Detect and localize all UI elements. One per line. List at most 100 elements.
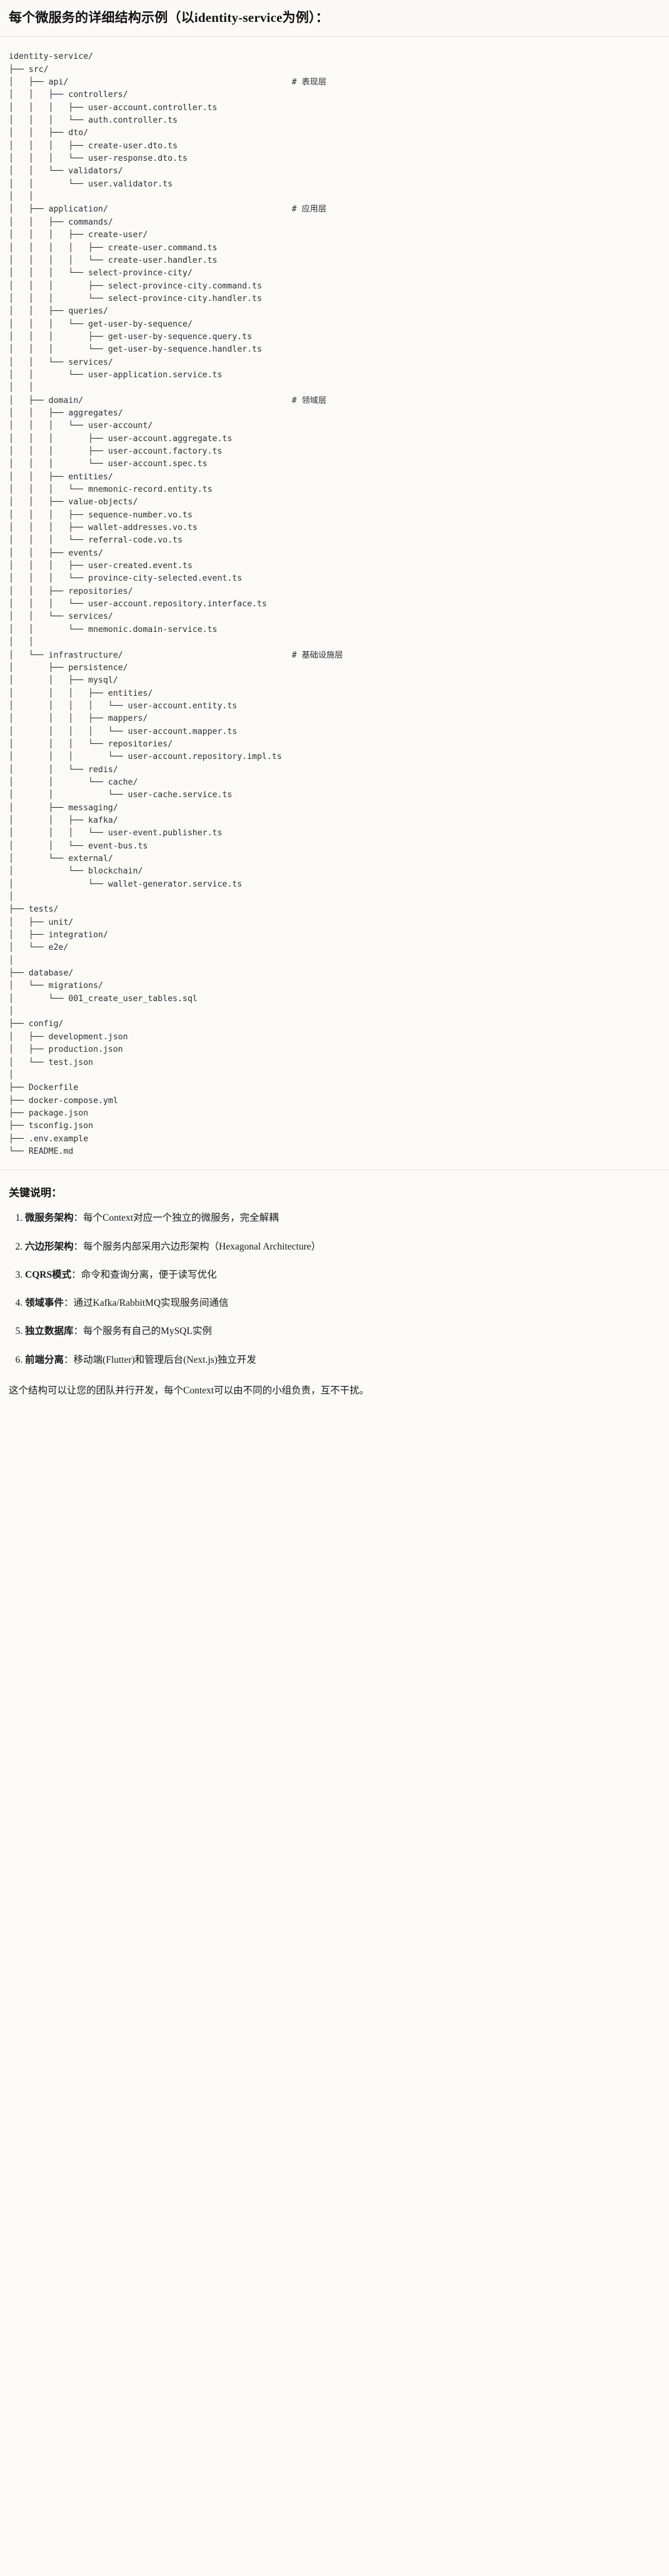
- tree-line-path: │ │ │ ├── mappers/: [9, 714, 148, 724]
- key-note-separator: ：: [71, 1269, 81, 1280]
- tree-line: identity-service/: [9, 51, 660, 63]
- tree-line: ├── tsconfig.json: [9, 1120, 660, 1133]
- tree-line-path: │ │ │ │ ├── create-user.command.ts: [9, 243, 218, 253]
- tree-line: │ │ │ ├── get-user-by-sequence.query.ts: [9, 331, 660, 344]
- tree-line-path: │ │ ├── events/: [9, 548, 103, 558]
- tree-line-path: │ │ ├── controllers/: [9, 90, 128, 100]
- tree-line-path: │ │ ├── entities/: [9, 472, 113, 482]
- key-note-term: 前端分离: [25, 1354, 64, 1365]
- key-note-term: 独立数据库: [25, 1326, 74, 1337]
- tree-line: │ │ │ │ └── user-account.mapper.ts: [9, 726, 660, 738]
- tree-line-comment: # 表现层: [291, 78, 327, 88]
- tree-line-path: │ │ ├── queries/: [9, 307, 108, 317]
- tree-line-path: ├── .env.example: [9, 1134, 89, 1144]
- tree-line: ├── Dockerfile: [9, 1082, 660, 1094]
- key-note-separator: ：: [73, 1326, 84, 1337]
- tree-line: │ │ │ │ ├── create-user.command.ts: [9, 242, 660, 255]
- tree-line-path: ├── tsconfig.json: [9, 1121, 93, 1131]
- tree-line: │ │ ├── kafka/: [9, 815, 660, 827]
- tree-line-path: │ │ └── mnemonic.domain-service.ts: [9, 624, 218, 634]
- key-notes-title: 关键说明：: [9, 1187, 62, 1199]
- key-note-separator: ：: [64, 1298, 74, 1308]
- tree-line-path: │ │ └── cache/: [9, 777, 138, 787]
- tree-line: │ └── 001_create_user_tables.sql: [9, 993, 660, 1005]
- tree-line-path: │ │ │ └── repositories/: [9, 739, 173, 749]
- tree-line: │ │ │ └── mnemonic-record.entity.ts: [9, 484, 660, 496]
- key-note-term: 微服务架构: [25, 1213, 74, 1224]
- tree-line-path: │ ├── domain/: [9, 395, 84, 405]
- tree-line: │ │ │ ├── mappers/: [9, 713, 660, 725]
- tree-line-path: │: [9, 1007, 14, 1017]
- tree-line: │ │ │ └── user-account/: [9, 420, 660, 432]
- tree-line-path: │ ├── api/: [9, 78, 69, 88]
- key-note-term: 领域事件: [25, 1298, 64, 1308]
- key-note-term: CQRS模式: [25, 1269, 72, 1280]
- key-note-description: 命令和查询分离，便于读写优化: [81, 1269, 217, 1280]
- key-note-description: 每个Context对应一个独立的微服务，完全解耦: [83, 1213, 279, 1224]
- tree-line-path: │ │ └── validators/: [9, 166, 123, 176]
- document-header: 每个微服务的详细结构示例（以identity-service为例）：: [0, 0, 669, 38]
- tree-line-path: │ │ ├── kafka/: [9, 815, 118, 825]
- tree-line: │ ├── production.json: [9, 1044, 660, 1056]
- tree-line-path: ├── package.json: [9, 1108, 89, 1118]
- tree-line: │ │ ├── queries/: [9, 305, 660, 318]
- tree-line-path: │ │ │ └── user-response.dto.ts: [9, 154, 188, 164]
- tree-line: │ ├── unit/: [9, 917, 660, 929]
- tree-line: │ │ │ ├── wallet-addresses.vo.ts: [9, 522, 660, 534]
- tree-line-path: ├── tests/: [9, 905, 59, 915]
- tree-line: │ └── external/: [9, 853, 660, 865]
- directory-tree-section: identity-service/ ├── src/ │ ├── api/ # …: [0, 37, 669, 1170]
- tree-line-path: │ │ │ ├── create-user/: [9, 230, 148, 240]
- key-note-item: CQRS模式：命令和查询分离，便于读写优化: [25, 1268, 660, 1282]
- tree-line-path: │ │ │ ├── user-account.controller.ts: [9, 103, 218, 113]
- key-note-description: 通过Kafka/RabbitMQ实现服务间通信: [73, 1298, 229, 1308]
- tree-line-path: └── README.md: [9, 1146, 74, 1156]
- tree-line-path: │ └── e2e/: [9, 943, 69, 953]
- tree-line: ├── docker-compose.yml: [9, 1095, 660, 1107]
- tree-line-path: identity-service/: [9, 52, 93, 62]
- tree-line-path: │ │ │ │ └── create-user.handler.ts: [9, 255, 218, 265]
- tree-line: │ ├── persistence/: [9, 662, 660, 675]
- tree-line: ├── config/: [9, 1018, 660, 1031]
- tree-line-path: │ │ │ └── auth.controller.ts: [9, 116, 178, 126]
- tree-line: ├── database/: [9, 967, 660, 980]
- tree-line-comment: # 基础设施层: [291, 650, 343, 660]
- tree-line: │ ├── messaging/: [9, 802, 660, 815]
- tree-line-path: │: [9, 892, 14, 902]
- tree-line: │ │ └── validators/: [9, 165, 660, 178]
- tree-line: └── README.md: [9, 1146, 660, 1158]
- tree-line: │: [9, 1005, 660, 1018]
- tree-line-path: │ └── migrations/: [9, 981, 103, 991]
- tree-line: ├── package.json: [9, 1107, 660, 1120]
- tree-line: │ │ ├── entities/: [9, 471, 660, 484]
- tree-line: │ └── migrations/: [9, 980, 660, 992]
- tree-line: │ │ │ ├── create-user/: [9, 229, 660, 242]
- tree-line: │ │ │ ├── user-account.aggregate.ts: [9, 433, 660, 445]
- tree-line: │ │ │ ├── entities/: [9, 688, 660, 700]
- key-note-description: 移动端(Flutter)和管理后台(Next.js)独立开发: [73, 1354, 256, 1365]
- tree-line: │ │ └── services/: [9, 611, 660, 623]
- tree-line-path: │ │ ├── mysql/: [9, 676, 118, 686]
- closing-note: 这个结构可以让您的团队并行开发，每个Context可以由不同的小组负责，互不干扰…: [9, 1385, 370, 1396]
- tree-line-path: │ └── blockchain/: [9, 867, 143, 877]
- tree-line-path: │ │ │ │ └── user-account.entity.ts: [9, 701, 238, 711]
- tree-line: │ │ └── redis/: [9, 764, 660, 776]
- tree-line-path: │ │ │ └── user-account/: [9, 421, 153, 431]
- tree-line-path: │: [9, 1070, 14, 1080]
- tree-line-path: │ └── wallet-generator.service.ts: [9, 879, 243, 889]
- tree-line-path: │ │ └── user-application.service.ts: [9, 370, 223, 380]
- tree-line: │ │: [9, 382, 660, 394]
- tree-line: │ │ │ │ └── create-user.handler.ts: [9, 255, 660, 267]
- key-note-term: 六边形架构: [25, 1241, 74, 1252]
- tree-line-path: │ └── test.json: [9, 1057, 93, 1067]
- tree-line-path: │ └── infrastructure/: [9, 650, 123, 660]
- key-note-item: 微服务架构：每个Context对应一个独立的微服务，完全解耦: [25, 1211, 660, 1225]
- tree-line-path: │ │ │ ├── user-account.factory.ts: [9, 447, 223, 456]
- page-root: 每个微服务的详细结构示例（以identity-service为例）： ident…: [0, 0, 669, 1414]
- tree-line: │ │ │ ├── user-created.event.ts: [9, 560, 660, 573]
- key-note-item: 六边形架构：每个服务内部采用六边形架构（Hexagonal Architectu…: [25, 1240, 660, 1254]
- tree-line: │ │ ├── commands/: [9, 216, 660, 229]
- tree-line-path: │ │ │ ├── sequence-number.vo.ts: [9, 510, 193, 520]
- tree-line: │ │ └── event-bus.ts: [9, 840, 660, 853]
- tree-line-path: │ │ │ └── get-user-by-sequence.handler.t…: [9, 345, 262, 355]
